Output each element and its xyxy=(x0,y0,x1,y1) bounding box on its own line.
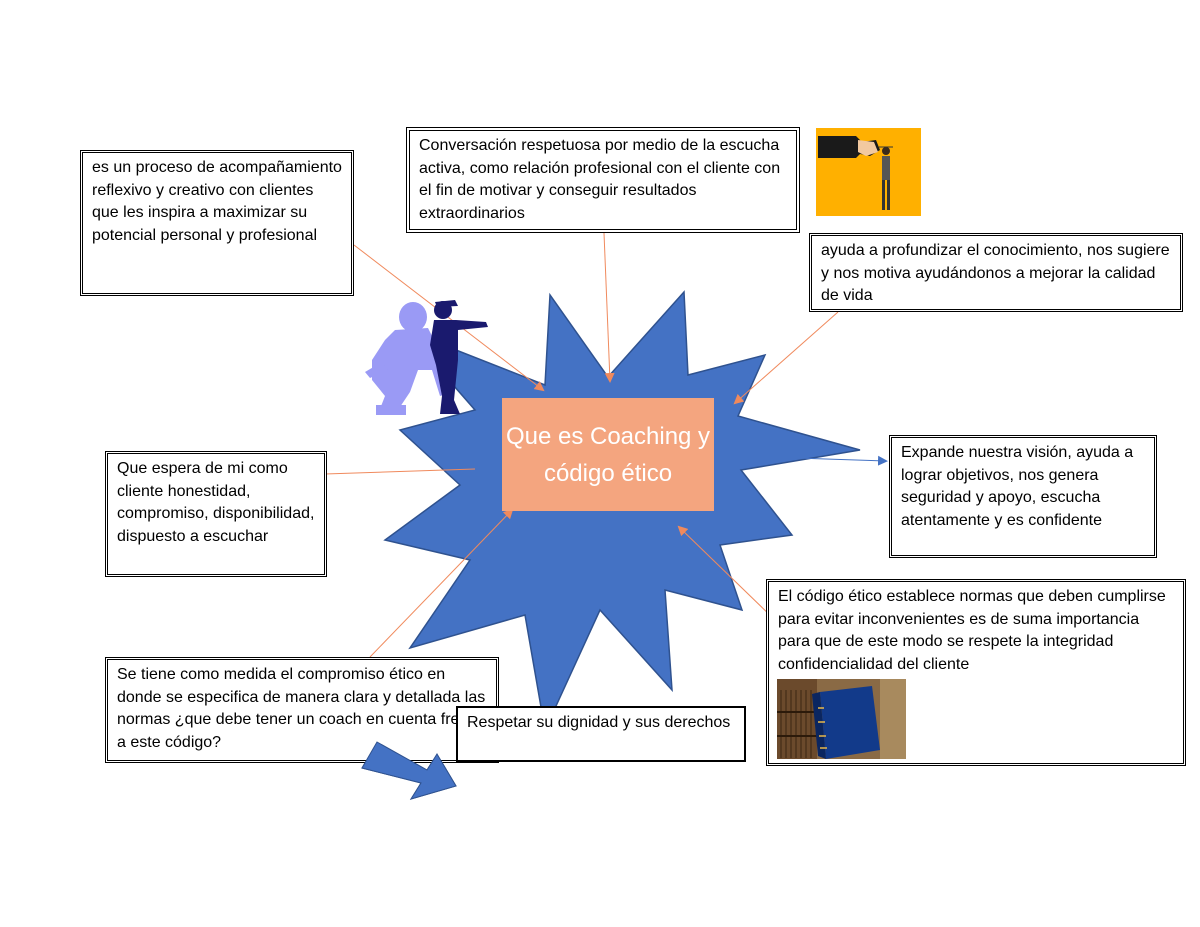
box-respetar-text: Respetar su dignidad y sus derechos xyxy=(467,714,731,731)
box-ayuda: ayuda a profundizar el conocimiento, nos… xyxy=(809,233,1183,312)
box-conversacion-text: Conversación respetuosa por medio de la … xyxy=(419,137,781,222)
connector-definicion xyxy=(353,244,545,392)
box-codigo: El código ético establece normas que deb… xyxy=(766,579,1186,766)
connector-medida xyxy=(369,508,514,658)
connector-expande xyxy=(736,455,888,466)
connector-conversacion xyxy=(603,232,615,383)
coach-and-child-icon xyxy=(365,300,488,415)
box-espera: Que espera de mi como cliente honestidad… xyxy=(105,451,327,577)
hand-holding-person-icon xyxy=(816,128,921,216)
connector-codigo xyxy=(677,525,776,621)
box-conversacion: Conversación respetuosa por medio de la … xyxy=(406,127,800,233)
box-expande: Expande nuestra visión, ayuda a lograr o… xyxy=(889,435,1157,558)
connector-espera xyxy=(324,468,476,475)
central-title: Que es Coaching y código ético xyxy=(502,398,714,511)
box-codigo-text: El código ético establece normas que deb… xyxy=(778,588,1166,673)
box-definicion-text: es un proceso de acompañamiento reflexiv… xyxy=(92,159,342,244)
box-expande-text: Expande nuestra visión, ayuda a lograr o… xyxy=(901,444,1134,529)
box-medida: Se tiene como medida el compromiso ético… xyxy=(105,657,499,763)
box-ayuda-text: ayuda a profundizar el conocimiento, nos… xyxy=(821,242,1170,304)
box-medida-text: Se tiene como medida el compromiso ético… xyxy=(117,666,486,751)
box-definicion: es un proceso de acompañamiento reflexiv… xyxy=(80,150,354,296)
connector-ayuda xyxy=(733,311,839,405)
box-espera-text: Que espera de mi como cliente honestidad… xyxy=(117,460,315,545)
box-respetar: Respetar su dignidad y sus derechos xyxy=(456,706,746,762)
